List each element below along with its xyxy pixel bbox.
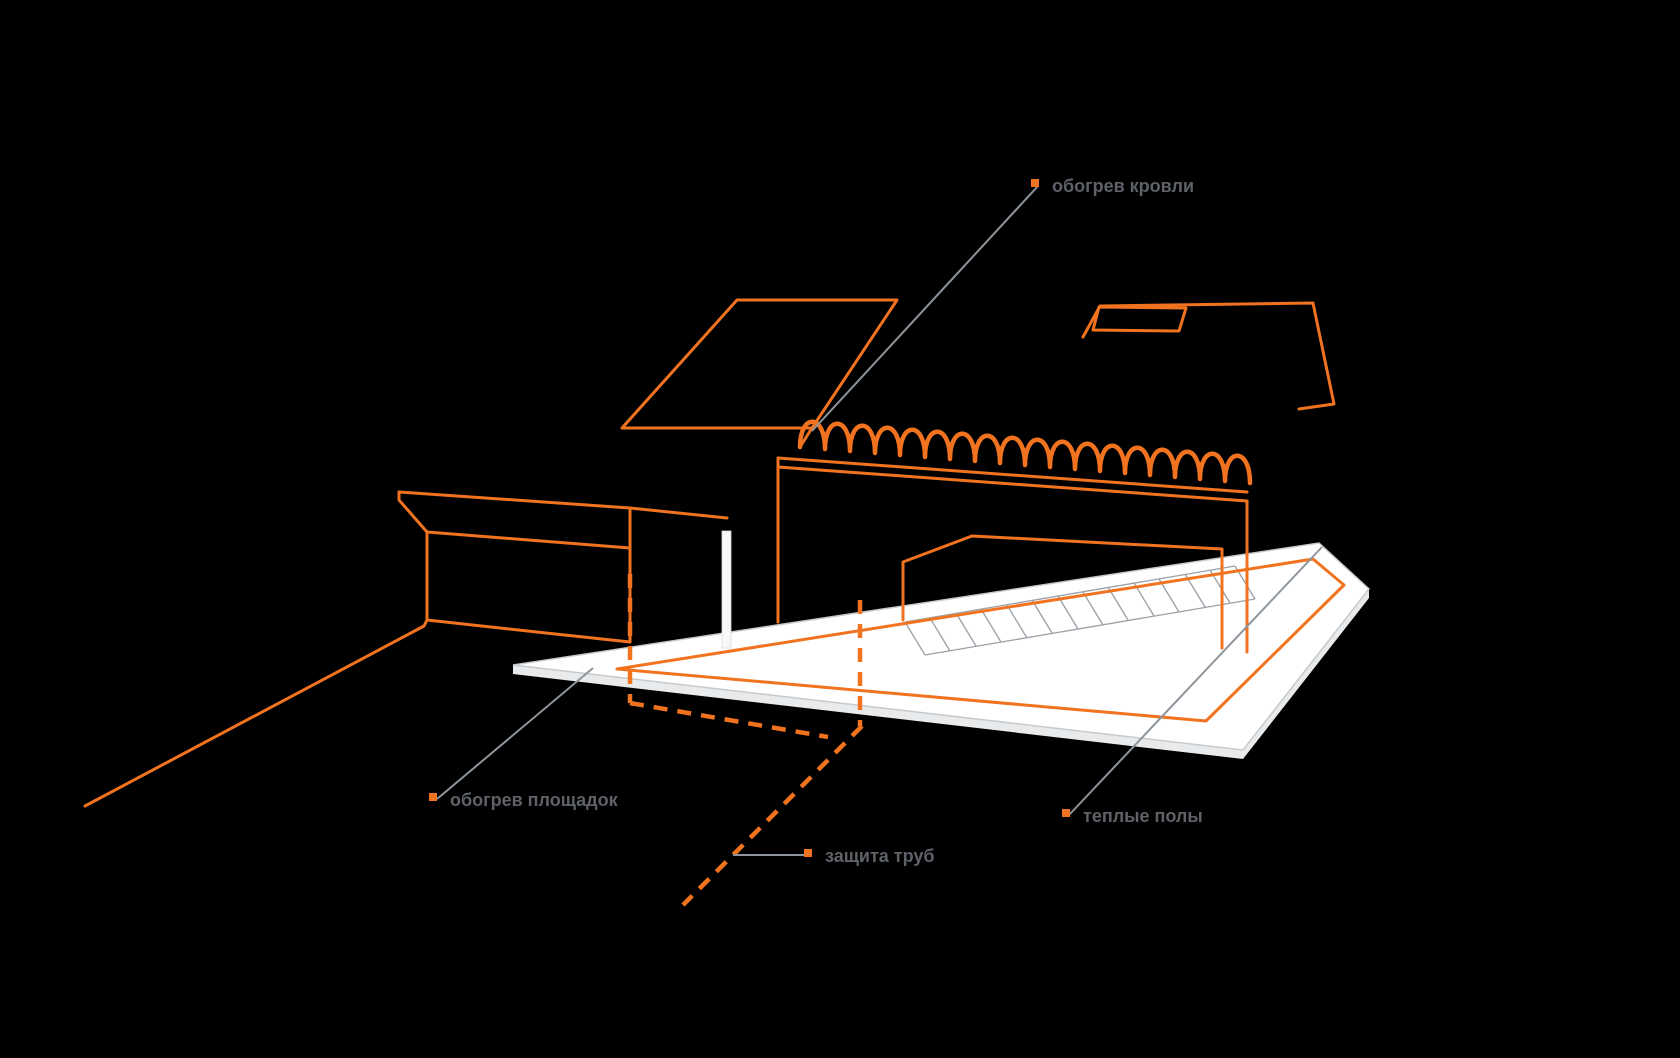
leader-area-heating bbox=[436, 667, 594, 800]
hatch-line bbox=[1057, 595, 1079, 630]
floor-slab-top bbox=[512, 542, 1371, 751]
left-building-ridge bbox=[628, 506, 729, 520]
label-markers bbox=[429, 179, 1070, 857]
column bbox=[721, 530, 732, 649]
back-wall-lines bbox=[901, 534, 1224, 650]
driveway-edge bbox=[83, 618, 429, 808]
hatch-line bbox=[980, 608, 1002, 643]
left-building-fascia-end bbox=[397, 490, 429, 534]
left-building-fascia-bottom bbox=[425, 530, 632, 550]
marker-pipe-protection bbox=[804, 849, 812, 857]
label-floor-heating: теплые полы bbox=[1083, 806, 1203, 826]
pipe-dashed-lines bbox=[627, 574, 864, 907]
leader-lines bbox=[436, 185, 1323, 856]
leader-floor-heating bbox=[1068, 546, 1323, 816]
right-roof-outline bbox=[1081, 301, 1336, 411]
hatch-line bbox=[1031, 599, 1053, 634]
marker-roof-heating bbox=[1031, 179, 1039, 187]
hatch-band-top-edge bbox=[904, 565, 1236, 623]
marker-floor-heating bbox=[1062, 809, 1070, 817]
floor-hatching bbox=[904, 565, 1256, 656]
roof-heating-cable-zigzag bbox=[797, 419, 1253, 486]
hatch-line bbox=[1082, 591, 1104, 626]
hatch-line bbox=[1107, 586, 1129, 621]
label-roof-heating: обогрев кровли bbox=[1052, 176, 1194, 196]
hatch-line bbox=[904, 621, 926, 656]
left-roof-panel bbox=[620, 298, 899, 430]
left-building-roof-top bbox=[397, 490, 632, 510]
hatch-line bbox=[1006, 604, 1028, 639]
floor-heating-outline bbox=[615, 557, 1346, 723]
hatch-line bbox=[1158, 578, 1180, 613]
hatch-line bbox=[955, 612, 977, 647]
left-building-base bbox=[425, 618, 632, 644]
hatch-line bbox=[929, 617, 951, 652]
leader-roof-heating bbox=[811, 185, 1039, 432]
pipe-diagonal bbox=[681, 724, 864, 907]
eave-line-top bbox=[776, 456, 1249, 494]
hatch-band-bottom-edge bbox=[924, 598, 1256, 656]
eave-line-bottom bbox=[776, 465, 1249, 503]
pipe-horizontal bbox=[629, 700, 829, 740]
building-outline bbox=[83, 298, 1336, 808]
floor-slab bbox=[512, 542, 1371, 759]
marker-area-heating bbox=[429, 793, 437, 801]
label-area-heating: обогрев площадок bbox=[450, 790, 619, 810]
chimney-opening bbox=[1091, 305, 1188, 333]
label-pipe-protection: защита труб bbox=[825, 846, 935, 866]
hatch-line bbox=[1133, 582, 1155, 617]
